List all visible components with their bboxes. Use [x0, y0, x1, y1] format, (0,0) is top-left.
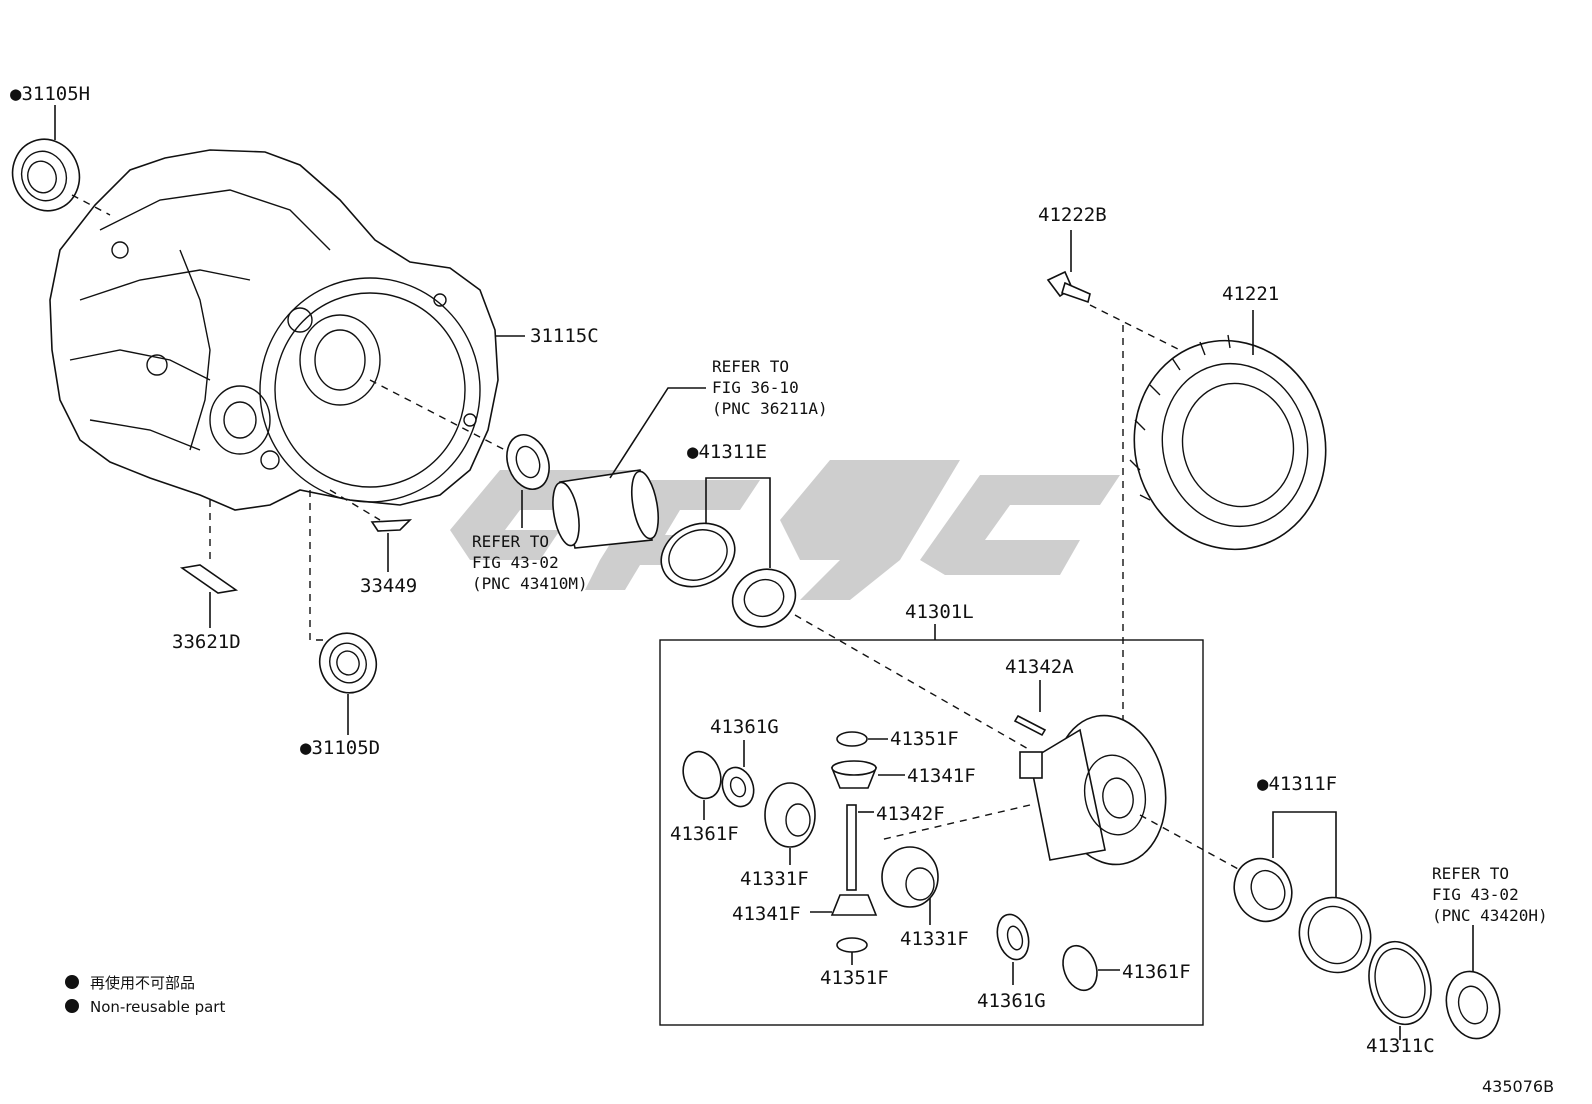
- refer-note-line: REFER TO: [1432, 864, 1509, 883]
- label-41311f: ●41311F: [1257, 773, 1337, 795]
- refer-note-43410m: REFER TO FIG 43-02 (PNC 43410M): [472, 532, 588, 593]
- label-33449: 33449: [360, 575, 417, 597]
- bearing-race-41311e: [660, 522, 736, 588]
- legend: 再使用不可部品 Non-reusable part: [65, 974, 225, 1016]
- refer-note-line: (PNC 43420H): [1432, 906, 1548, 925]
- label-41342f: 41342F: [876, 803, 945, 825]
- plate-33449: [370, 519, 413, 532]
- label-41341f-bottom: 41341F: [732, 903, 801, 925]
- shim-41361f-left: [682, 750, 722, 800]
- label-41361g-top: 41361G: [710, 716, 779, 738]
- transaxle-case: [49, 149, 499, 511]
- label-41311e: ●41311E: [687, 441, 767, 463]
- differential-kit-box-41301l: [659, 639, 1204, 1026]
- label-41361g-bottom: 41361G: [977, 990, 1046, 1012]
- label-31115c: 31115C: [530, 325, 599, 347]
- refer-note-line: FIG 36-10: [712, 378, 799, 397]
- label-41361f-right: 41361F: [1122, 961, 1191, 983]
- label-33621d: 33621D: [172, 631, 241, 653]
- refer-note-36211a: REFER TO FIG 36-10 (PNC 36211A): [712, 357, 828, 418]
- bolt-41222b: [1046, 270, 1091, 304]
- bearing-cone-41311f: [1233, 857, 1293, 923]
- figure-id: 435076B: [1482, 1077, 1554, 1096]
- label-41361f-left: 41361F: [670, 823, 739, 845]
- differential-case: [1019, 714, 1167, 866]
- plate-33621d: [179, 564, 239, 594]
- refer-note-line: (PNC 36211A): [712, 399, 828, 418]
- snap-ring-41311c: [1368, 940, 1432, 1026]
- refer-note-line: FIG 43-02: [1432, 885, 1519, 904]
- bearing-cone-41311e: [731, 568, 797, 628]
- bearing-31105h: [11, 138, 81, 212]
- pinion-gear-41341f-bottom: [830, 894, 878, 916]
- pin-41342a: [1013, 714, 1047, 737]
- label-41341f-top: 41341F: [907, 765, 976, 787]
- label-41301l: 41301L: [905, 601, 974, 623]
- filled-circle-marker-icon: [65, 975, 79, 989]
- oil-seal-43410m: [506, 434, 550, 490]
- refer-note-line: (PNC 43410M): [472, 574, 588, 593]
- bearing-race-41311f: [1298, 896, 1372, 974]
- legend-jp: 再使用不可部品: [90, 974, 195, 992]
- shaft-41342f: [846, 804, 857, 891]
- legend-en: Non-reusable part: [90, 998, 225, 1016]
- shim-41361f-right: [1062, 944, 1098, 992]
- thrust-washer-41351f-bottom: [836, 937, 868, 953]
- refer-note-line: REFER TO: [712, 357, 789, 376]
- filled-circle-marker-icon: [65, 999, 79, 1013]
- side-gear-41331f-right: [881, 846, 939, 908]
- side-gear-41331f-left: [764, 782, 816, 848]
- pinion-gear-41341f-top: [830, 760, 878, 789]
- label-41342a: 41342A: [1005, 656, 1074, 678]
- thrust-washer-41351f-top: [836, 731, 868, 747]
- label-41331f-right: 41331F: [900, 928, 969, 950]
- label-41351f-bottom: 41351F: [820, 967, 889, 989]
- ring-gear-41221: [1129, 334, 1327, 551]
- thrust-washer-41361g-top: [721, 766, 755, 808]
- label-41222b: 41222B: [1038, 204, 1107, 226]
- label-31105d: ●31105D: [300, 737, 380, 759]
- label-41331f-left: 41331F: [740, 868, 809, 890]
- sleeve-36211a: [552, 469, 660, 549]
- refer-note-line: FIG 43-02: [472, 553, 559, 572]
- refer-note-43420h: REFER TO FIG 43-02 (PNC 43420H): [1432, 864, 1548, 925]
- label-41311c: 41311C: [1366, 1035, 1435, 1057]
- thrust-washer-41361g-bottom: [996, 913, 1030, 961]
- label-41221: 41221: [1222, 283, 1279, 305]
- label-41351f-top: 41351F: [890, 728, 959, 750]
- refer-note-line: REFER TO: [472, 532, 549, 551]
- oil-seal-43420h: [1445, 970, 1501, 1040]
- label-31105h: ●31105H: [10, 83, 90, 105]
- bearing-31105d: [318, 632, 378, 694]
